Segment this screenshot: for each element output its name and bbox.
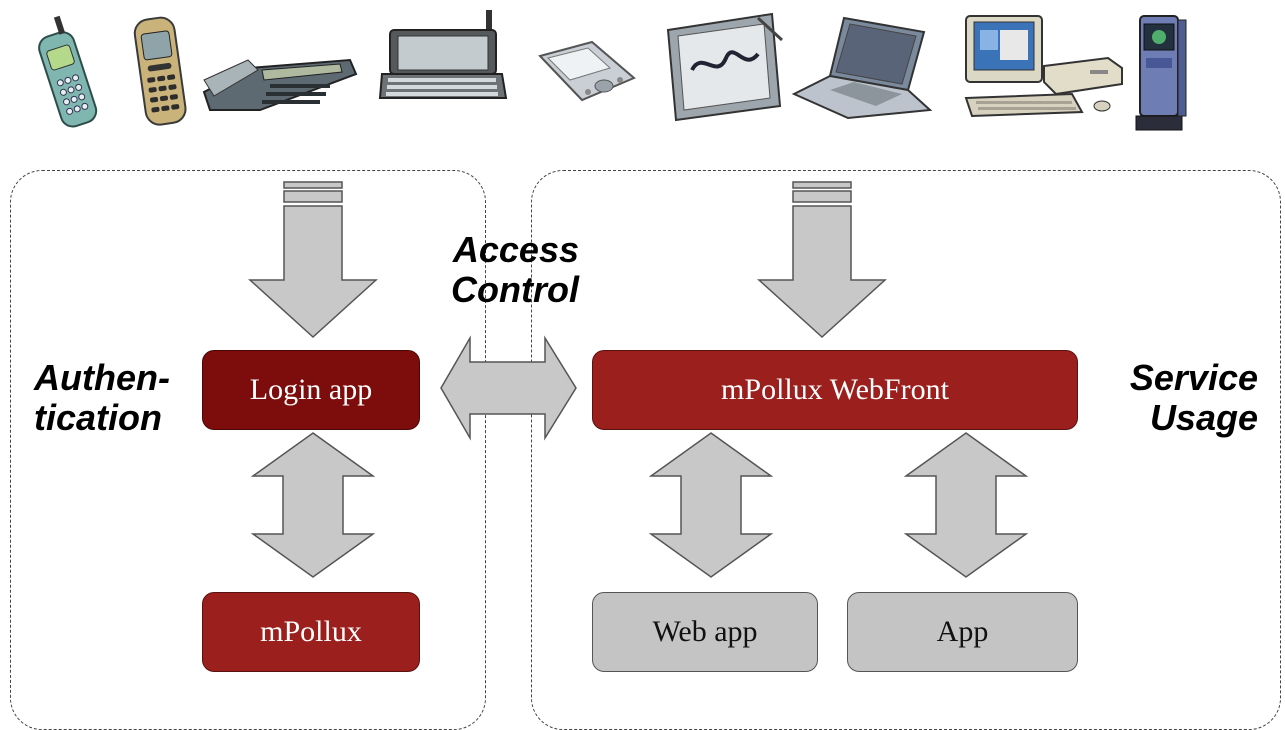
nokia-phone-icon bbox=[133, 16, 187, 126]
kiosk-icon bbox=[1135, 15, 1187, 131]
mpollux-box: mPollux bbox=[202, 592, 420, 672]
laptop-icon bbox=[791, 16, 933, 120]
access-label-line1: Access bbox=[452, 229, 579, 270]
communicator-laptop-icon bbox=[378, 10, 508, 99]
service-label-line1: Service bbox=[1129, 357, 1258, 398]
app-box: App bbox=[847, 592, 1078, 672]
web-app-box: Web app bbox=[592, 592, 818, 672]
auth-label-line1: Authen- bbox=[34, 357, 170, 398]
mobile-phone-icon bbox=[38, 15, 98, 128]
tablet-icon bbox=[666, 12, 784, 122]
communicator-open-icon bbox=[202, 58, 358, 111]
pda-icon bbox=[538, 40, 636, 102]
input-arrow-left bbox=[248, 181, 378, 339]
login-mpollux-double-arrow bbox=[250, 432, 376, 578]
access-control-label: Access Control bbox=[437, 230, 579, 310]
service-usage-label: Service Usage bbox=[1098, 358, 1258, 438]
access-label-line2: Control bbox=[451, 269, 579, 310]
webfront-webapp-double-arrow bbox=[648, 432, 774, 578]
service-label-line2: Usage bbox=[1149, 397, 1258, 438]
login-app-box: Login app bbox=[202, 350, 420, 430]
authentication-label: Authen- tication bbox=[34, 358, 170, 438]
desktop-pc-icon bbox=[964, 15, 1123, 118]
webfront-app-double-arrow bbox=[903, 432, 1029, 578]
mpollux-webfront-box: mPollux WebFront bbox=[592, 350, 1078, 430]
auth-label-line2: tication bbox=[34, 397, 163, 438]
arrows-layer bbox=[248, 181, 1029, 578]
access-control-double-arrow bbox=[440, 335, 577, 441]
input-arrow-right bbox=[757, 181, 887, 339]
